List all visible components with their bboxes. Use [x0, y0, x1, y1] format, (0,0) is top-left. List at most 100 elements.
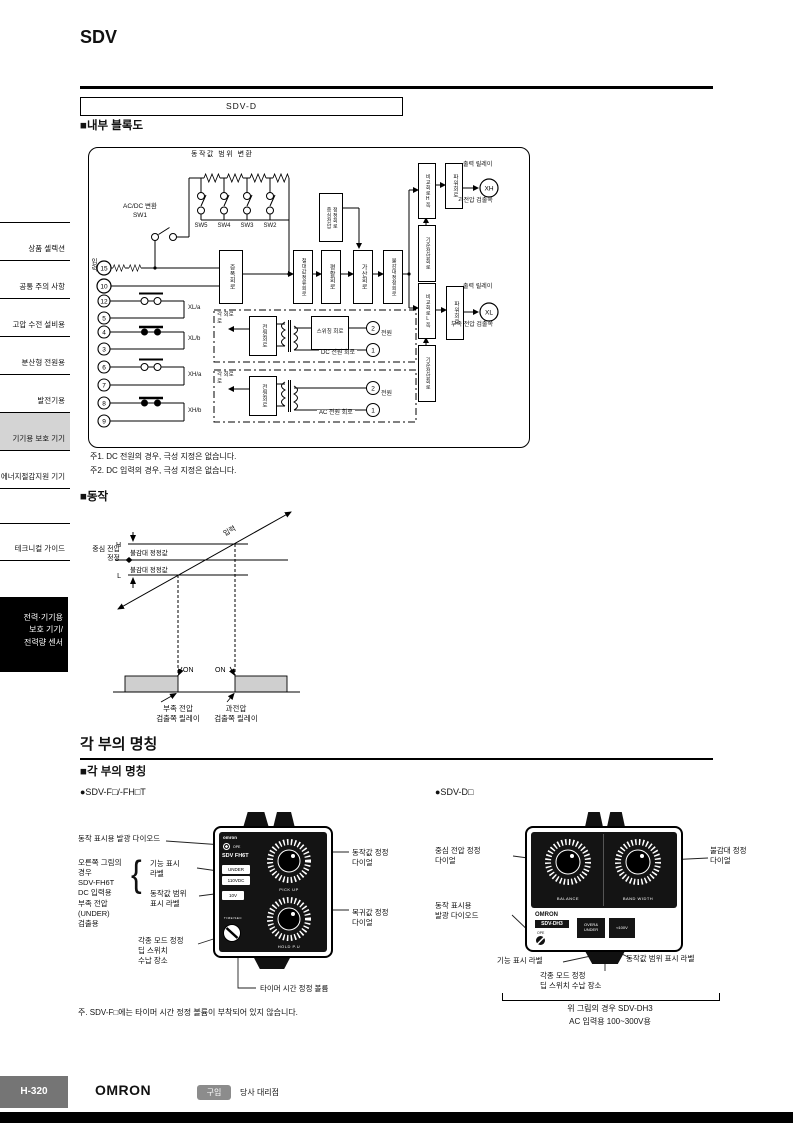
- operation-chart: H L 불감대 정정값 불감대 정정값 ON ON 입력: [113, 511, 300, 703]
- device-f-chip-10v: 10V: [222, 891, 244, 900]
- terminal-6: 6: [102, 364, 106, 371]
- on-label-right: ON: [215, 667, 226, 674]
- device-d-chip-over-under: OVER& UNDER: [577, 918, 605, 938]
- dc-power-box-label: DC 전원 회로: [319, 350, 358, 358]
- power-circuit-h-block: 파워회로: [445, 163, 463, 209]
- category-line-2: 보호 기기/: [29, 625, 63, 635]
- abs-rectifier-block: 절대값정류회로: [293, 250, 313, 304]
- deadband-value-upper: 불감대 정정값: [130, 548, 168, 557]
- undervoltage-relay-label: 부족 전압 검출쪽 릴레이: [156, 704, 200, 723]
- sidebar-item-common-precautions: 공통 주의 사항: [0, 261, 70, 299]
- sidebar-item-energy-saving: 에너지절감지원 기기: [0, 451, 70, 489]
- heading-part-names-sub: ■각 부의 명칭: [80, 766, 147, 778]
- undervoltage-detect-label: 부족 전압 검출쪽: [451, 322, 493, 328]
- sidebar-item-generator: 발전기용: [0, 375, 70, 413]
- category-line-1: 전력·기기용: [23, 613, 63, 622]
- terminal-8: 8: [102, 400, 106, 407]
- device-f-timer-caption: TIME/SEC: [223, 916, 243, 920]
- timer-volume-dial: [223, 924, 241, 942]
- heading-block-diagram: ■내부 블록도: [80, 120, 144, 132]
- acdc-label: AC/DC 변환: [123, 203, 157, 210]
- d-deadband-dial-label: 불감대 정정 다이얼: [710, 846, 747, 865]
- bottom-bar: [0, 1112, 793, 1123]
- contact-xha-label: XH/a: [188, 372, 202, 378]
- f-footnote: 주. SDV-F□에는 타이머 시간 정정 볼륨이 부착되어 있지 않습니다.: [78, 1008, 298, 1017]
- l-level-label: L: [117, 573, 121, 580]
- device-f-ope-label: OPE: [233, 845, 241, 849]
- to-each-circuit-ac-label: 각 회로 로: [217, 372, 234, 385]
- contact-xhb-label: XH/b: [188, 408, 202, 414]
- f-case-note: 오른쪽 그림의 경우 SDV-FH6T DC 입력용 부족 전압 (UNDER)…: [78, 858, 122, 928]
- terminal-4: 4: [102, 329, 106, 336]
- model-f-heading: ●SDV-F□/-FH□T: [80, 787, 146, 797]
- overvoltage-relay-label: 과전압 검출쪽 릴레이: [214, 704, 258, 723]
- sidebar-item-distributed-power: 분산형 전원용: [0, 337, 70, 375]
- terminal-dc-1: 1: [371, 347, 375, 354]
- adder-block: 가산회로: [353, 250, 373, 304]
- f-led-label: 동작 표시용 발광 다이오드: [78, 834, 161, 843]
- center-voltage-text-1: 중심전압: [325, 206, 332, 229]
- sidebar-category-box: 전력·기기용 보호 기기/ 전력량 센서: [0, 597, 68, 672]
- pickup-dial-caption: PICK UP: [279, 887, 299, 892]
- device-f-top-tab-2: [273, 812, 295, 828]
- f-reset-dial-label: 복귀값 정정 다이얼: [352, 908, 389, 927]
- part-names-heading-wrap: 각 부의 명칭: [80, 733, 713, 760]
- center-voltage-setting-label: 중심 전압 정정: [92, 546, 120, 563]
- sw4-label: SW4: [217, 223, 231, 229]
- balance-dial: [545, 839, 591, 885]
- device-f-model: SDV FH6T: [222, 853, 249, 859]
- terminal-3: 3: [102, 346, 106, 353]
- f-pickup-dial-label: 동작값 정정 다이얼: [352, 848, 389, 867]
- on-label-left: ON: [183, 667, 194, 674]
- psu-block-dc: 전원회로: [249, 316, 277, 356]
- sw3-label: SW3: [240, 223, 254, 229]
- terminal-7: 7: [102, 382, 106, 389]
- device-f-bottom-tab: [253, 956, 291, 969]
- terminal-ac-2: 2: [371, 385, 375, 392]
- device-f-led-icon: [223, 843, 230, 850]
- device-f-top-tab-1: [243, 812, 269, 828]
- amplifier-block: 증폭회로: [219, 250, 243, 304]
- f-function-label: 기능 표시 라벨: [150, 859, 180, 878]
- d-center-dial-label: 중심 전압 정정 다이얼: [435, 846, 481, 865]
- sw5-label: SW5: [194, 223, 208, 229]
- terminal-9: 9: [102, 418, 106, 425]
- block-diagram-canvas: 15 10 12 5 4 3 6 7 8 9 2 1 2 1 XH XL: [96, 173, 499, 428]
- header-rule: [80, 86, 713, 89]
- ac-power-box-label: AC 전원 회로: [317, 410, 355, 418]
- sidebar-item-technical-guide: 테크니컬 가이드: [0, 523, 70, 561]
- terminal-15: 15: [100, 265, 108, 272]
- input-line-label: 입력: [222, 525, 237, 538]
- model-d-heading: ●SDV-D□: [435, 787, 474, 797]
- device-d-led-icon: [536, 936, 545, 945]
- terminal-ac-1: 1: [371, 407, 375, 414]
- output-relay-l-label: 출력 릴레이: [463, 284, 493, 290]
- reference-voltage-h-block: 기준전압회로: [418, 225, 436, 282]
- device-f-chip-110vdc: 110VDC: [222, 876, 250, 885]
- f-dip-switch-label: 각종 모드 정정 딥 스위치 수납 장소: [138, 936, 184, 965]
- sw1-label: SW1: [132, 212, 148, 219]
- balance-dial-caption: BALANCE: [556, 896, 580, 901]
- device-f-brand: omron: [223, 835, 237, 840]
- comparator-l-block: 비교회로L쪽: [418, 283, 436, 339]
- holding-dial-caption: HOLD P.U: [277, 944, 301, 949]
- output-relay-h-label: 출력 릴레이: [463, 162, 493, 168]
- bandwidth-dial-caption: BAND WIDTH: [622, 896, 654, 901]
- category-line-3: 전력량 센서: [23, 637, 63, 647]
- block-diagram: 15 10 12 5 4 3 6 7 8 9 2 1 2 1 XH XL 동작값…: [88, 147, 530, 448]
- switching-circuit-block: 스위칭 회로: [311, 316, 349, 350]
- sidebar-item-equipment-protection-active: 기기용 보호 기기: [0, 413, 70, 451]
- page-title: SDV: [80, 27, 118, 47]
- reference-voltage-l-block: 기준전압회로: [418, 345, 436, 402]
- device-d-chip-100v: ≈100V: [609, 918, 635, 938]
- power-circuit-l-block: 파워회로: [446, 286, 464, 340]
- deadband-setting-block: 불감대정정회로: [383, 250, 403, 304]
- device-d-bottom-tab: [585, 951, 625, 964]
- comparator-h-block: 비교회로H쪽: [418, 163, 436, 219]
- to-each-circuit-dc-label: 각 회로 로: [217, 312, 234, 325]
- range-conversion-label: 동작값 범위 변환: [191, 151, 254, 158]
- relay-xh: XH: [484, 186, 493, 193]
- contact-xla-label: XL/a: [188, 305, 201, 311]
- center-mark: [125, 557, 133, 563]
